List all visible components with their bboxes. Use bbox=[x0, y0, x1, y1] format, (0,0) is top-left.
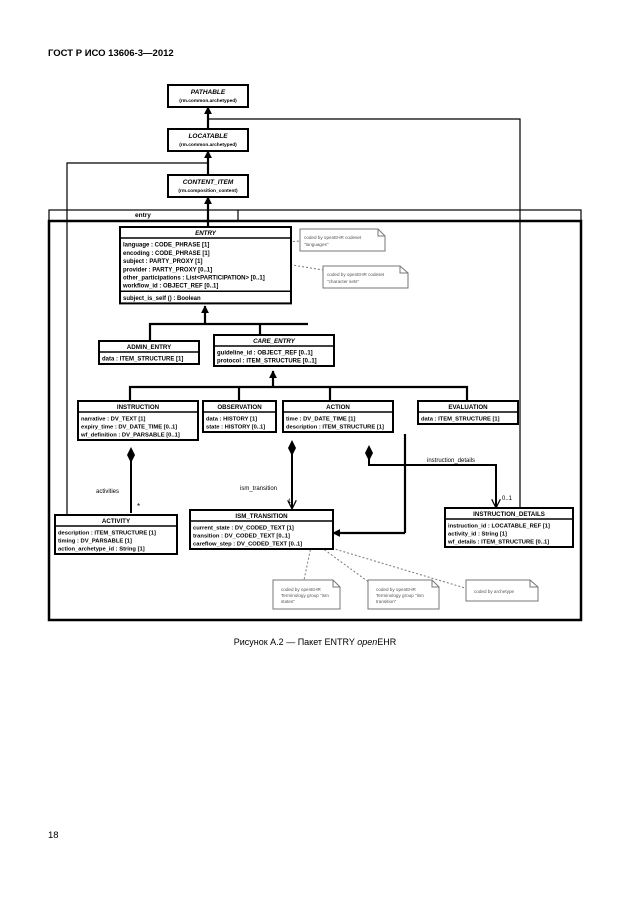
class-boxes: PATHABLE (rm.common.archetyped) LOCATABLE (… bbox=[54, 84, 574, 555]
class-name: LOCATABLE bbox=[188, 133, 228, 140]
activities-multiplicity: * bbox=[137, 502, 140, 511]
note-links bbox=[228, 240, 476, 592]
class-name: CARE_ENTRY bbox=[253, 338, 296, 345]
class-attribute: expiry_time : DV_DATE_TIME [0..1] bbox=[81, 425, 177, 431]
note-encoding: coded by openEHR codeset "character sets… bbox=[322, 265, 409, 289]
svg-text:coded by openEHR: coded by openEHR bbox=[281, 587, 322, 592]
connectors bbox=[66, 106, 521, 537]
class-attribute: instruction_id : LOCATABLE_REF [1] bbox=[448, 524, 550, 530]
class-name: ADMIN_ENTRY bbox=[127, 344, 172, 351]
class-attribute: data : ITEM_STRUCTURE [1] bbox=[421, 417, 500, 423]
ism-transition-class: ISM_TRANSITION current_state : DV_CODED_T… bbox=[189, 509, 334, 550]
class-attribute: description : ITEM_STRUCTURE [1] bbox=[286, 425, 384, 431]
class-attribute: language : CODE_PHRASE [1] bbox=[123, 243, 209, 249]
class-attribute: careflow_step : DV_CODED_TEXT [0..1] bbox=[193, 542, 302, 548]
activity-to-locatable-line bbox=[66, 162, 208, 514]
ism-transition-role-label: ism_transition bbox=[240, 486, 277, 492]
svg-text:coded by openEHR codeset: coded by openEHR codeset bbox=[327, 272, 385, 277]
instruction-details-role-label: instruction_details bbox=[427, 458, 475, 464]
entry-package-frame: entry bbox=[47, 209, 583, 622]
class-attribute: timing : DV_PARSABLE [1] bbox=[58, 539, 132, 545]
class-name: PATHABLE bbox=[191, 89, 226, 96]
entry-class: ENTRY language : CODE_PHRASE [1] encoding … bbox=[119, 226, 292, 305]
care-entry-children-line bbox=[128, 385, 469, 401]
class-attribute: narrative : DV_TEXT [1] bbox=[81, 417, 145, 423]
svg-text:coded by archetype: coded by archetype bbox=[474, 589, 515, 594]
class-attribute: encoding : CODE_PHRASE [1] bbox=[123, 251, 210, 257]
content-item-class: CONTENT_ITEM (rm.composition_content) bbox=[167, 174, 249, 198]
class-name: ACTION bbox=[326, 404, 350, 411]
class-stereotype: (rm.common.archetyped) bbox=[179, 142, 237, 148]
svg-text:"character sets": "character sets" bbox=[327, 279, 359, 284]
note-careflow: coded by archetype bbox=[465, 579, 539, 602]
class-attribute: current_state : DV_CODED_TEXT [1] bbox=[193, 526, 294, 532]
instruction-details-to-pathable-line bbox=[208, 118, 521, 508]
locatable-class: LOCATABLE (rm.common.archetyped) bbox=[167, 128, 249, 152]
class-attribute: action_archetype_id : String [1] bbox=[58, 547, 145, 553]
class-attribute: subject : PARTY_PROXY [1] bbox=[123, 259, 202, 265]
note-current-state: coded by openEHR Terminology group "ism … bbox=[272, 579, 341, 610]
class-attribute: provider : PARTY_PROXY [0..1] bbox=[123, 267, 212, 273]
class-attribute: wf_details : ITEM_STRUCTURE [0..1] bbox=[447, 540, 549, 546]
class-attribute: protocol : ITEM_STRUCTURE [0..1] bbox=[217, 359, 317, 365]
instruction-details-multiplicity: 0..1 bbox=[502, 496, 513, 502]
class-name: ACTIVITY bbox=[102, 518, 131, 525]
note-transition: coded by openEHR Terminology group "ism … bbox=[367, 579, 440, 610]
evaluation-class: EVALUATION data : ITEM_STRUCTURE [1] bbox=[417, 400, 519, 425]
class-attribute: state : HISTORY [0..1] bbox=[206, 425, 265, 431]
figure-caption: Рисунок А.2 — Пакет ENTRY openEHR bbox=[233, 637, 397, 647]
class-name: INSTRUCTION_DETAILS bbox=[473, 511, 545, 518]
class-name: INSTRUCTION bbox=[117, 404, 160, 411]
class-attribute: wf_definition : DV_PARSABLE [0..1] bbox=[80, 433, 180, 439]
admin-care-hierarchy-line bbox=[148, 322, 308, 341]
class-stereotype: (rm.composition_content) bbox=[178, 188, 238, 194]
class-attribute: transition : DV_CODED_TEXT [0..1] bbox=[193, 534, 290, 540]
class-stereotype: (rm.common.archetyped) bbox=[179, 98, 237, 104]
pathable-class: PATHABLE (rm.common.archetyped) bbox=[167, 84, 249, 108]
class-name: ENTRY bbox=[195, 230, 217, 237]
document-header: ГОСТ Р ИСО 13606-3—2012 bbox=[48, 48, 174, 59]
svg-text:coded by openEHR: coded by openEHR bbox=[376, 587, 417, 592]
class-attribute: activity_id : String [1] bbox=[448, 532, 507, 538]
instruction-class: INSTRUCTION narrative : DV_TEXT [1] expiry… bbox=[77, 400, 199, 441]
svg-text:coded by openEHR codeset: coded by openEHR codeset bbox=[304, 235, 362, 240]
instruction-details-class: INSTRUCTION_DETAILS instruction_id : LOCA… bbox=[444, 507, 574, 548]
activities-role-label: activities bbox=[96, 489, 119, 495]
care-entry-class: CARE_ENTRY guideline_id : OBJECT_REF [0..… bbox=[213, 334, 335, 367]
class-operation: subject_is_self () : Boolean bbox=[123, 296, 201, 302]
page-number: 18 bbox=[48, 830, 59, 841]
class-name: EVALUATION bbox=[448, 404, 488, 411]
class-name: CONTENT_ITEM bbox=[183, 179, 234, 186]
action-class: ACTION time : DV_DATE_TIME [1] description… bbox=[282, 400, 394, 433]
svg-text:states": states" bbox=[281, 599, 295, 604]
class-attribute: data : ITEM_STRUCTURE [1] bbox=[102, 357, 183, 363]
class-name: ISM_TRANSITION bbox=[235, 513, 288, 520]
class-attribute: time : DV_DATE_TIME [1] bbox=[286, 417, 356, 423]
svg-text:"languages": "languages" bbox=[304, 242, 329, 247]
svg-text:Terminology group "ism: Terminology group "ism bbox=[281, 593, 329, 598]
class-attribute: data : HISTORY [1] bbox=[206, 417, 257, 423]
association-labels: activities * ism_transition 1 instructio… bbox=[96, 458, 513, 511]
entry-package-label: entry bbox=[135, 212, 151, 219]
ism-transition-multiplicity: 1 bbox=[288, 499, 292, 505]
class-attribute: description : ITEM_STRUCTURE [1] bbox=[58, 531, 156, 537]
class-attribute: other_participations : List<PARTICIPATIO… bbox=[123, 276, 265, 282]
observation-class: OBSERVATION data : HISTORY [1] state : HIS… bbox=[202, 400, 277, 433]
class-attribute: guideline_id : OBJECT_REF [0..1] bbox=[217, 351, 313, 357]
activity-class: ACTIVITY description : ITEM_STRUCTURE [1]… bbox=[54, 514, 178, 555]
class-name: OBSERVATION bbox=[217, 404, 262, 411]
svg-text:transition": transition" bbox=[376, 599, 397, 604]
class-attribute: workflow_id : OBJECT_REF [0..1] bbox=[122, 284, 218, 290]
svg-text:Terminology group "ism: Terminology group "ism bbox=[376, 593, 424, 598]
note-language: coded by openEHR codeset "languages" bbox=[299, 228, 386, 252]
